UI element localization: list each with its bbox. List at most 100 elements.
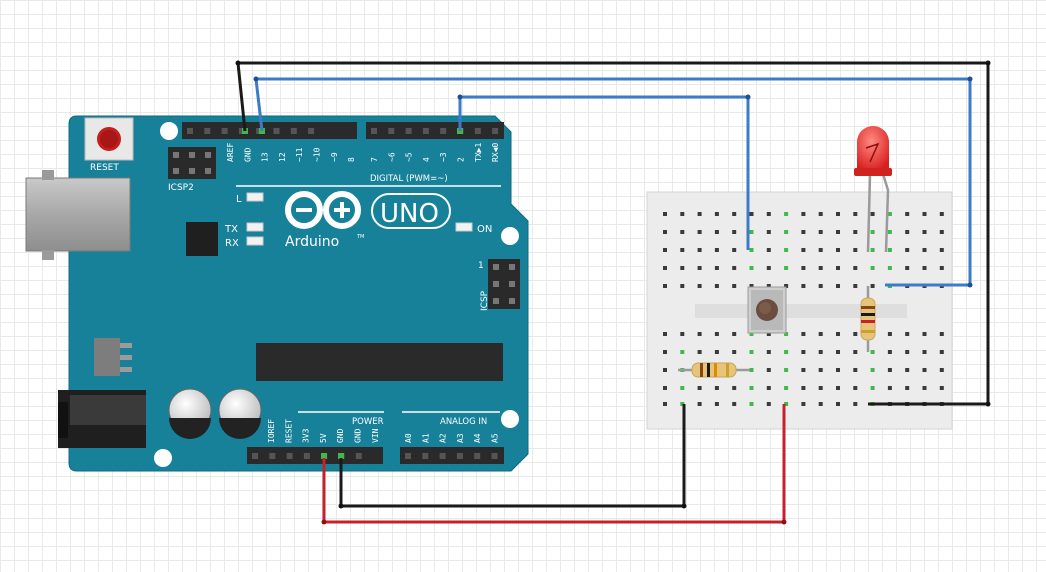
breadboard-hole[interactable] (818, 368, 823, 372)
reset-button[interactable] (84, 117, 134, 161)
breadboard-hole[interactable] (766, 248, 771, 252)
header-pin[interactable] (355, 453, 362, 459)
breadboard-hole[interactable] (922, 266, 927, 270)
header-pin[interactable] (204, 128, 211, 134)
header-pin[interactable] (273, 128, 280, 134)
breadboard-hole[interactable] (766, 368, 771, 372)
breadboard-hole[interactable] (766, 266, 771, 270)
breadboard-hole[interactable] (663, 284, 667, 288)
breadboard-hole[interactable] (836, 284, 840, 288)
breadboard-hole[interactable] (905, 350, 910, 354)
header-pin[interactable] (269, 453, 276, 459)
breadboard-hole[interactable] (836, 402, 840, 406)
breadboard-hole[interactable] (922, 230, 927, 234)
breadboard-hole[interactable] (663, 402, 667, 406)
header-pin[interactable] (187, 128, 193, 134)
breadboard-hole[interactable] (905, 332, 910, 336)
breadboard-hole[interactable] (836, 386, 840, 390)
header-pin[interactable] (440, 128, 447, 134)
breadboard-hole[interactable] (680, 266, 685, 270)
breadboard-hole[interactable] (870, 266, 875, 270)
breadboard-hole[interactable] (905, 248, 910, 252)
breadboard-hole[interactable] (836, 350, 840, 354)
breadboard-hole[interactable] (749, 248, 754, 252)
breadboard-hole[interactable] (680, 248, 685, 252)
breadboard-hole[interactable] (887, 248, 892, 252)
breadboard-hole[interactable] (939, 386, 944, 390)
breadboard-hole[interactable] (732, 230, 737, 234)
breadboard-hole[interactable] (801, 284, 806, 288)
breadboard-hole[interactable] (663, 266, 667, 270)
breadboard-hole[interactable] (853, 248, 858, 252)
breadboard-hole[interactable] (749, 386, 754, 390)
breadboard-hole[interactable] (818, 332, 823, 336)
breadboard-hole[interactable] (818, 266, 823, 270)
breadboard-hole[interactable] (732, 284, 737, 288)
breadboard-hole[interactable] (766, 230, 771, 234)
header-pin[interactable] (422, 453, 429, 459)
breadboard-hole[interactable] (939, 230, 944, 234)
breadboard-hole[interactable] (870, 368, 875, 372)
breadboard-hole[interactable] (714, 332, 719, 336)
breadboard-hole[interactable] (939, 266, 944, 270)
breadboard-hole[interactable] (749, 368, 754, 372)
breadboard-hole[interactable] (749, 266, 754, 270)
breadboard-hole[interactable] (680, 350, 685, 354)
breadboard-hole[interactable] (784, 402, 789, 406)
breadboard-hole[interactable] (853, 332, 858, 336)
breadboard-hole[interactable] (818, 386, 823, 390)
breadboard-hole[interactable] (697, 402, 702, 406)
breadboard-hole[interactable] (784, 332, 789, 336)
breadboard-hole[interactable] (818, 350, 823, 354)
breadboard-hole[interactable] (801, 332, 806, 336)
breadboard-hole[interactable] (697, 284, 702, 288)
breadboard-hole[interactable] (732, 266, 737, 270)
breadboard-hole[interactable] (766, 284, 771, 288)
breadboard-hole[interactable] (887, 230, 892, 234)
breadboard-hole[interactable] (853, 284, 858, 288)
breadboard-hole[interactable] (801, 230, 806, 234)
breadboard-hole[interactable] (905, 386, 910, 390)
breadboard-hole[interactable] (697, 386, 702, 390)
header-pin[interactable] (456, 453, 463, 459)
breadboard-hole[interactable] (714, 248, 719, 252)
header-pin[interactable] (308, 128, 315, 134)
header-pin[interactable] (422, 128, 429, 134)
breadboard-hole[interactable] (749, 350, 754, 354)
breadboard-hole[interactable] (801, 212, 806, 216)
breadboard-hole[interactable] (836, 212, 840, 216)
breadboard-hole[interactable] (680, 230, 685, 234)
breadboard-hole[interactable] (853, 402, 858, 406)
breadboard-hole[interactable] (697, 332, 702, 336)
breadboard-hole[interactable] (801, 350, 806, 354)
header-pin[interactable] (405, 453, 411, 459)
breadboard-hole[interactable] (818, 212, 823, 216)
breadboard-hole[interactable] (714, 402, 719, 406)
breadboard-hole[interactable] (714, 212, 719, 216)
header-pin[interactable] (238, 128, 245, 134)
breadboard-hole[interactable] (922, 350, 927, 354)
breadboard-hole[interactable] (922, 212, 927, 216)
breadboard-hole[interactable] (887, 386, 892, 390)
breadboard-hole[interactable] (784, 212, 789, 216)
breadboard-hole[interactable] (663, 350, 667, 354)
breadboard-hole[interactable] (939, 350, 944, 354)
breadboard-hole[interactable] (836, 332, 840, 336)
header-pin[interactable] (474, 453, 481, 459)
breadboard-hole[interactable] (887, 368, 892, 372)
header-pin[interactable] (286, 453, 293, 459)
breadboard-hole[interactable] (714, 350, 719, 354)
breadboard-hole[interactable] (766, 350, 771, 354)
breadboard-hole[interactable] (870, 212, 875, 216)
breadboard-hole[interactable] (732, 402, 737, 406)
breadboard-hole[interactable] (818, 230, 823, 234)
breadboard-hole[interactable] (818, 284, 823, 288)
breadboard-hole[interactable] (818, 402, 823, 406)
header-pin[interactable] (492, 128, 499, 134)
breadboard-hole[interactable] (714, 230, 719, 234)
breadboard-hole[interactable] (732, 386, 737, 390)
breadboard-hole[interactable] (680, 332, 685, 336)
breadboard-hole[interactable] (905, 230, 910, 234)
header-pin[interactable] (303, 453, 310, 459)
breadboard-hole[interactable] (680, 386, 685, 390)
